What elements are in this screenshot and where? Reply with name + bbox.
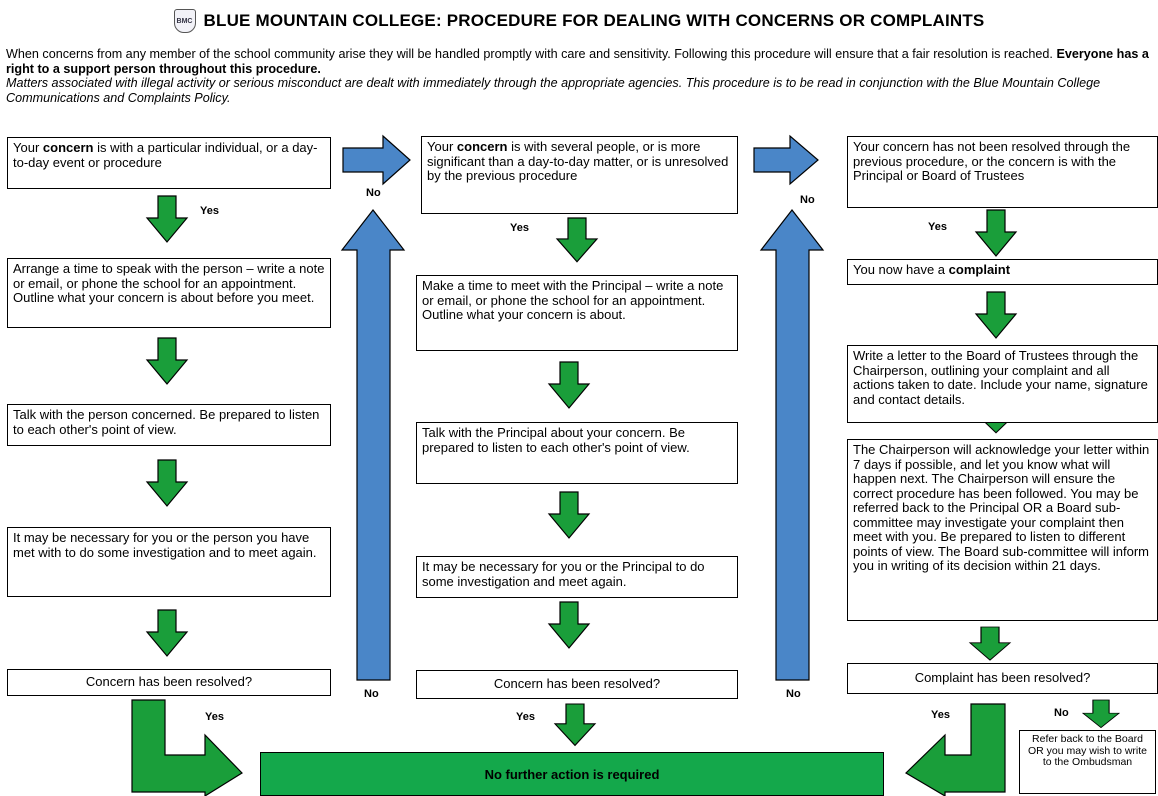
arrow-c2-4 <box>548 601 590 649</box>
intro-line1: When concerns from any member of the sch… <box>6 47 1053 61</box>
c2-resolved-box: Concern has been resolved? <box>416 670 738 699</box>
arrow-c1-3 <box>146 459 188 507</box>
c2-investigate-box: It may be necessary for you or the Princ… <box>416 556 738 598</box>
c2-b1-post: is with several people, or is more signi… <box>427 139 729 183</box>
label-yes-c1-bottom: Yes <box>205 711 224 723</box>
label-yes-c3-bottom: Yes <box>931 709 950 721</box>
c3-unresolved-box: Your concern has not been resolved throu… <box>847 136 1158 208</box>
c3-b2-pre: You now have a <box>853 262 946 277</box>
label-no-blue2-top: No <box>800 194 815 206</box>
intro-text: When concerns from any member of the sch… <box>6 47 1152 105</box>
arrow-c2-5 <box>554 703 596 747</box>
green-elbow-left <box>131 699 243 796</box>
c3-chairperson-box: The Chairperson will acknowledge your le… <box>847 439 1158 621</box>
college-crest-icon: BMC <box>173 9 196 33</box>
c2-concern-box: Your concern is with several people, or … <box>421 136 738 214</box>
c3-letter-box: Write a letter to the Board of Trustees … <box>847 345 1158 423</box>
page-title: BLUE MOUNTAIN COLLEGE: PROCEDURE FOR DEA… <box>203 11 985 30</box>
arrow-c1-4 <box>146 609 188 657</box>
blue-up-arrow-2 <box>759 209 825 681</box>
c3-resolved-box: Complaint has been resolved? <box>847 663 1158 694</box>
arrow-c1-1 <box>146 195 188 243</box>
label-no-blue1-bottom: No <box>364 688 379 700</box>
label-no-c3-bottom: No <box>1054 707 1069 719</box>
label-yes-c3-top: Yes <box>928 221 947 233</box>
arrow-c3-2 <box>975 291 1017 339</box>
arrow-c2-2 <box>548 361 590 409</box>
c3-ombudsman-box: Refer back to the Board OR you may wish … <box>1019 730 1156 794</box>
arrow-c3-no <box>1082 699 1120 729</box>
blue-right-arrow-1 <box>342 134 411 186</box>
label-yes-c2-top: Yes <box>510 222 529 234</box>
c2-meet-principal-box: Make a time to meet with the Principal –… <box>416 275 738 351</box>
label-no-blue1-top: No <box>366 187 381 199</box>
c1-investigate-box: It may be necessary for you or the perso… <box>7 527 331 597</box>
green-elbow-right <box>905 703 1006 796</box>
c2-b1-pre: Your <box>427 139 454 154</box>
c1-concern-box: Your concern is with a particular indivi… <box>7 137 331 189</box>
c3-b2-bold: complaint <box>948 262 1011 277</box>
arrow-c3-4 <box>969 626 1011 661</box>
blue-right-arrow-2 <box>753 134 819 186</box>
intro-support-note: Everyone has a right to a support person… <box>6 47 1149 76</box>
blue-up-arrow-1 <box>340 209 406 681</box>
label-no-blue2-bottom: No <box>786 688 801 700</box>
c1-resolved-box: Concern has been resolved? <box>7 669 331 696</box>
intro-disclaimer: Matters associated with illegal activity… <box>6 76 1101 105</box>
arrow-c2-3 <box>548 491 590 539</box>
c1-b1-pre: Your <box>13 140 40 155</box>
c1-b1-bold: concern <box>42 140 94 155</box>
label-yes-c1-top: Yes <box>200 205 219 217</box>
c1-arrange-box: Arrange a time to speak with the person … <box>7 258 331 328</box>
final-outcome-box: No further action is required <box>260 752 884 796</box>
header: BMC BLUE MOUNTAIN COLLEGE: PROCEDURE FOR… <box>0 8 1158 34</box>
arrow-c2-1 <box>556 217 598 263</box>
label-yes-c2-bottom: Yes <box>516 711 535 723</box>
arrow-c1-2 <box>146 337 188 385</box>
c1-b1-post: is with a particular individual, or a da… <box>13 140 318 170</box>
c3-complaint-box: You now have a complaint <box>847 259 1158 285</box>
c2-b1-bold: concern <box>456 139 508 154</box>
c2-talk-box: Talk with the Principal about your conce… <box>416 422 738 484</box>
arrow-c3-1 <box>975 209 1017 257</box>
c1-talk-box: Talk with the person concerned. Be prepa… <box>7 404 331 446</box>
